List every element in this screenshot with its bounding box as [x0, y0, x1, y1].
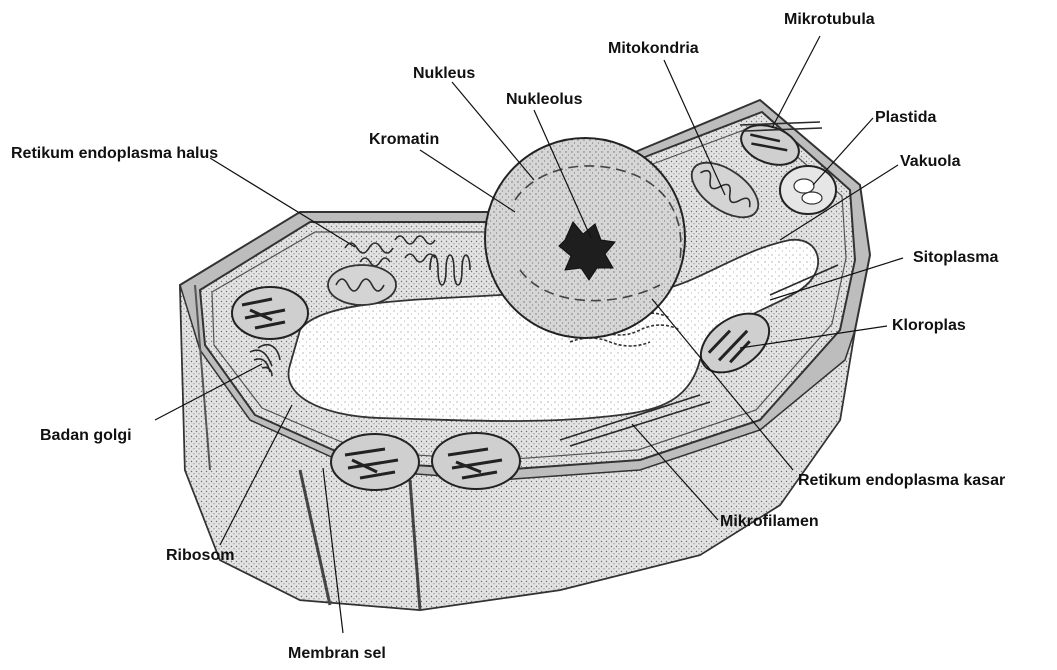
label-sitoplasma: Sitoplasma [913, 249, 998, 266]
chloroplast-bottom-2 [432, 433, 520, 489]
label-badan-golgi: Badan golgi [40, 427, 132, 444]
label-mikrofilamen: Mikrofilamen [720, 513, 819, 530]
label-nukleus: Nukleus [413, 65, 475, 82]
label-mikrotubula: Mikrotubula [784, 11, 875, 28]
label-retikulum-kasar: Retikum endoplasma kasar [798, 472, 1005, 489]
label-ribosom: Ribosom [166, 547, 234, 564]
label-membran-sel: Membran sel [288, 645, 386, 662]
label-kloroplas: Kloroplas [892, 317, 966, 334]
mitochondrion-left [328, 265, 396, 305]
leader-kromatin [420, 150, 515, 212]
label-kromatin: Kromatin [369, 131, 439, 148]
label-mitokondria: Mitokondria [608, 40, 699, 57]
label-vakuola: Vakuola [900, 153, 961, 170]
label-retikulum-halus: Retikum endoplasma halus [11, 145, 218, 162]
label-nukleolus: Nukleolus [506, 91, 583, 108]
plastid [780, 166, 836, 214]
chloroplast-left [232, 287, 308, 339]
chloroplast-bottom-1 [331, 434, 419, 490]
label-plastida: Plastida [875, 109, 936, 126]
leader-mikrotubula [772, 36, 820, 128]
